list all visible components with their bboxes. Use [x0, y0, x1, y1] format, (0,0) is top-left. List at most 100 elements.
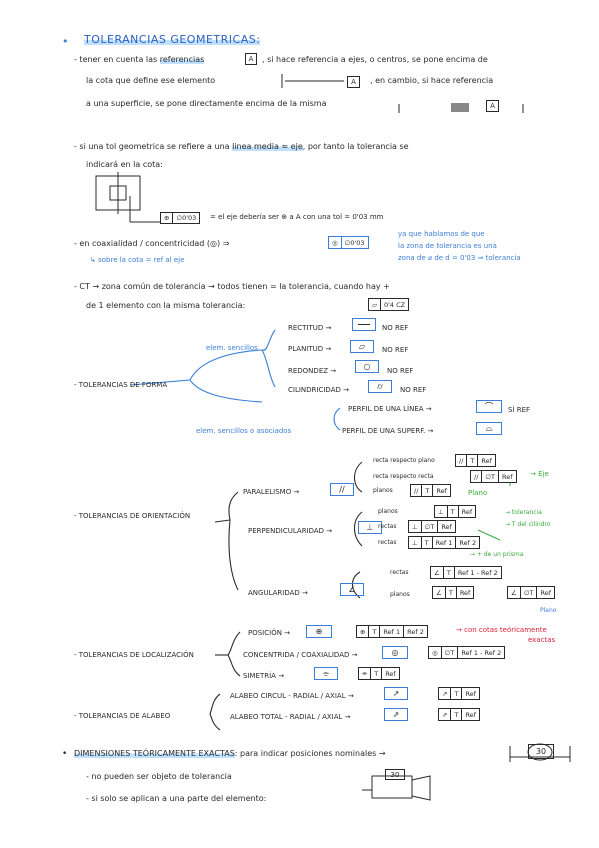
fcf-tol: T: [371, 668, 383, 679]
alabeo-label: - TOLERANCIAS DE ALABEO: [74, 712, 171, 720]
orient-label: - TOLERANCIAS DE ORIENTACIÓN: [74, 512, 191, 520]
local-note-1: → con cotas teóricamente: [456, 626, 547, 634]
fcf-tol: T: [444, 567, 455, 578]
dim-title: DIMENSIONES TEÓRICAMENTE EXACTAS: [74, 749, 235, 758]
ct-line2: de 1 elemento con la misma tolerancia:: [86, 301, 246, 310]
local-fcf-0: ⊕ T Ref 1 Ref 2: [356, 625, 428, 638]
fcf-symbol: ⌯: [359, 668, 372, 679]
fcf-ref1: Ref 1: [380, 626, 405, 637]
perp-fcf-2: ⊥ T Ref 1 Ref 2: [408, 536, 481, 549]
ang-fcf-extra: ∠ ∅T Ref: [507, 586, 555, 599]
fcf-ref: Ref: [502, 472, 513, 481]
fcf-tol: ∅T: [422, 521, 439, 532]
fcf-symbol: ⊥: [409, 537, 422, 548]
forma-ref-redondez: NO REF: [387, 367, 414, 375]
forma-item-perfil-linea: PERFIL DE UNA LÍNEA →: [348, 405, 432, 413]
perp-note-2: → + de un prisma: [470, 551, 524, 558]
circular-runout-icon: ↗: [384, 687, 408, 700]
forma-item-cilindricidad: CILINDRICIDAD →: [288, 386, 349, 394]
coax-note-3: zona de ⌀ de d = 0'03 ⇒ tolerancia: [398, 254, 521, 262]
ref-box-a3: A: [486, 100, 499, 112]
ang-item-0-text: rectas: [390, 569, 409, 576]
forma-item-perfil-superf: PERFIL DE UNA SUPERF. →: [342, 427, 434, 435]
fcf-symbol: ↗: [439, 688, 452, 699]
fcf-symbol: ⊥: [435, 506, 448, 517]
forma-ref-planitud: NO REF: [382, 346, 409, 354]
fcf-tol: T: [448, 506, 459, 517]
parallelism-icon: //: [330, 483, 354, 496]
fcf-tol: T: [467, 455, 479, 466]
fcf-symbol: ⊕: [161, 213, 174, 223]
media-line1: - si una tol geometrica se refiere a una…: [74, 142, 409, 151]
par-item-0-text: recta respecto plano: [373, 457, 435, 464]
perpendicularity-icon: ⊥: [358, 521, 382, 534]
forma-ref-rectitud: NO REF: [382, 324, 409, 332]
perp-item-1-text: rectas: [378, 523, 397, 530]
fcf-tol: T: [451, 688, 463, 699]
par-fcf-1: // ∅T Ref: [470, 470, 517, 483]
fcf-tol: ∅T: [482, 471, 500, 482]
fcf-ref1: Ref 1: [433, 537, 457, 548]
fcf-symbol: ∠: [431, 567, 444, 578]
local-fcf-2: ⌯ T Ref: [358, 667, 400, 680]
coax-sub: ↳ sobre la cota = ref al eje: [90, 256, 185, 264]
alabeo-item-circular: ALABEO CIRCUL - RADIAL / AXIAL →: [230, 692, 354, 700]
forma-asociados: elem. sencillos o asociados: [196, 427, 292, 435]
fcf-symbol: ◎: [329, 237, 342, 248]
forma-ref-perfil-linea: SÍ REF: [508, 406, 531, 414]
media-line2: indicará en la cota:: [86, 160, 163, 169]
local-item-simetria: SIMETRÍA →: [243, 672, 285, 680]
orient-paralelismo: PARALELISMO →: [243, 488, 300, 496]
part-drawing: [95, 172, 160, 223]
local-note-2: exactas: [528, 636, 556, 644]
fcf-ref: Ref: [441, 522, 452, 531]
orient-angularidad: ANGULARIDAD →: [248, 589, 308, 597]
dim-line3: - si solo se aplican a una parte del ele…: [86, 794, 267, 803]
forma-sencillos: elem. sencillos: [206, 344, 258, 352]
dim-value-box: 30: [528, 744, 554, 759]
fcf-symbol: //: [471, 471, 483, 482]
local-item-concentricidad: CONCENTRIDA / COAXIALIDAD →: [243, 651, 358, 659]
local-fcf-1: ◎ ∅T Ref 1 - Ref 2: [428, 646, 506, 659]
par-item-2-text: planos: [373, 487, 393, 494]
fcf-ref: Ref: [461, 507, 473, 516]
fcf-symbol: ◎: [429, 647, 442, 658]
bullet-dot: •: [62, 35, 69, 48]
orient-perpendicularidad: PERPENDICULARIDAD →: [248, 527, 333, 535]
fcf-symbol: ⊕: [357, 626, 370, 637]
fcf-value: 0'4 CZ: [384, 300, 406, 309]
local-item-posicion: POSICIÓN →: [248, 629, 291, 637]
ref-box-a2: A: [347, 76, 360, 88]
dim-line2: - no pueden ser objeto de tolerancia: [86, 772, 232, 781]
fcf-value: ∅0'03: [176, 214, 197, 222]
fcf-symbol: ∠: [433, 587, 446, 598]
perp-item-2-text: rectas: [378, 539, 397, 546]
forma-item-redondez: REDONDEZ →: [288, 367, 337, 375]
media-text-a: - si una tol geometrica se refiere a una: [74, 142, 233, 151]
fcf-tol: T: [446, 587, 457, 598]
par-note-plano: Plano: [468, 489, 488, 497]
par-note-eje: → Eje: [530, 470, 549, 478]
ang-fcf-1: ∠ T Ref: [432, 586, 475, 599]
perp-fcf-1: ⊥ ∅T Ref: [408, 520, 456, 533]
dim-bullet: •: [62, 749, 68, 759]
fcf-tol: T: [422, 537, 433, 548]
forma-item-rectitud: RECTITUD →: [288, 324, 332, 332]
fcf-ref: Ref 1 - Ref 2: [461, 648, 502, 657]
fcf-ref: Ref: [465, 710, 476, 719]
hatch-icon: [451, 103, 469, 112]
par-item-1-text: recta respecto recta: [373, 473, 434, 480]
ref-box-a: A: [245, 53, 257, 65]
media-fcf: ⊕ ∅0'03: [160, 212, 201, 224]
intro-line2-b: , en cambio, si hace referencia: [370, 76, 494, 85]
intro-line1-c: , si hace referencia a ejes, o centros, …: [262, 55, 488, 64]
flatness-icon: ▱: [350, 340, 374, 353]
coax-fcf: ◎ ∅0'03: [328, 236, 369, 249]
local-label: - TOLERANCIAS DE LOCALIZACIÓN: [74, 651, 194, 659]
fcf-tol: ∅T: [521, 587, 538, 598]
perp-fcf-0: ⊥ T Ref: [434, 505, 477, 518]
cylindricity-icon: ⌭: [368, 380, 392, 393]
ang-fcf-0: ∠ T Ref 1 - Ref 2: [430, 566, 502, 579]
straightness-icon: [352, 318, 376, 331]
